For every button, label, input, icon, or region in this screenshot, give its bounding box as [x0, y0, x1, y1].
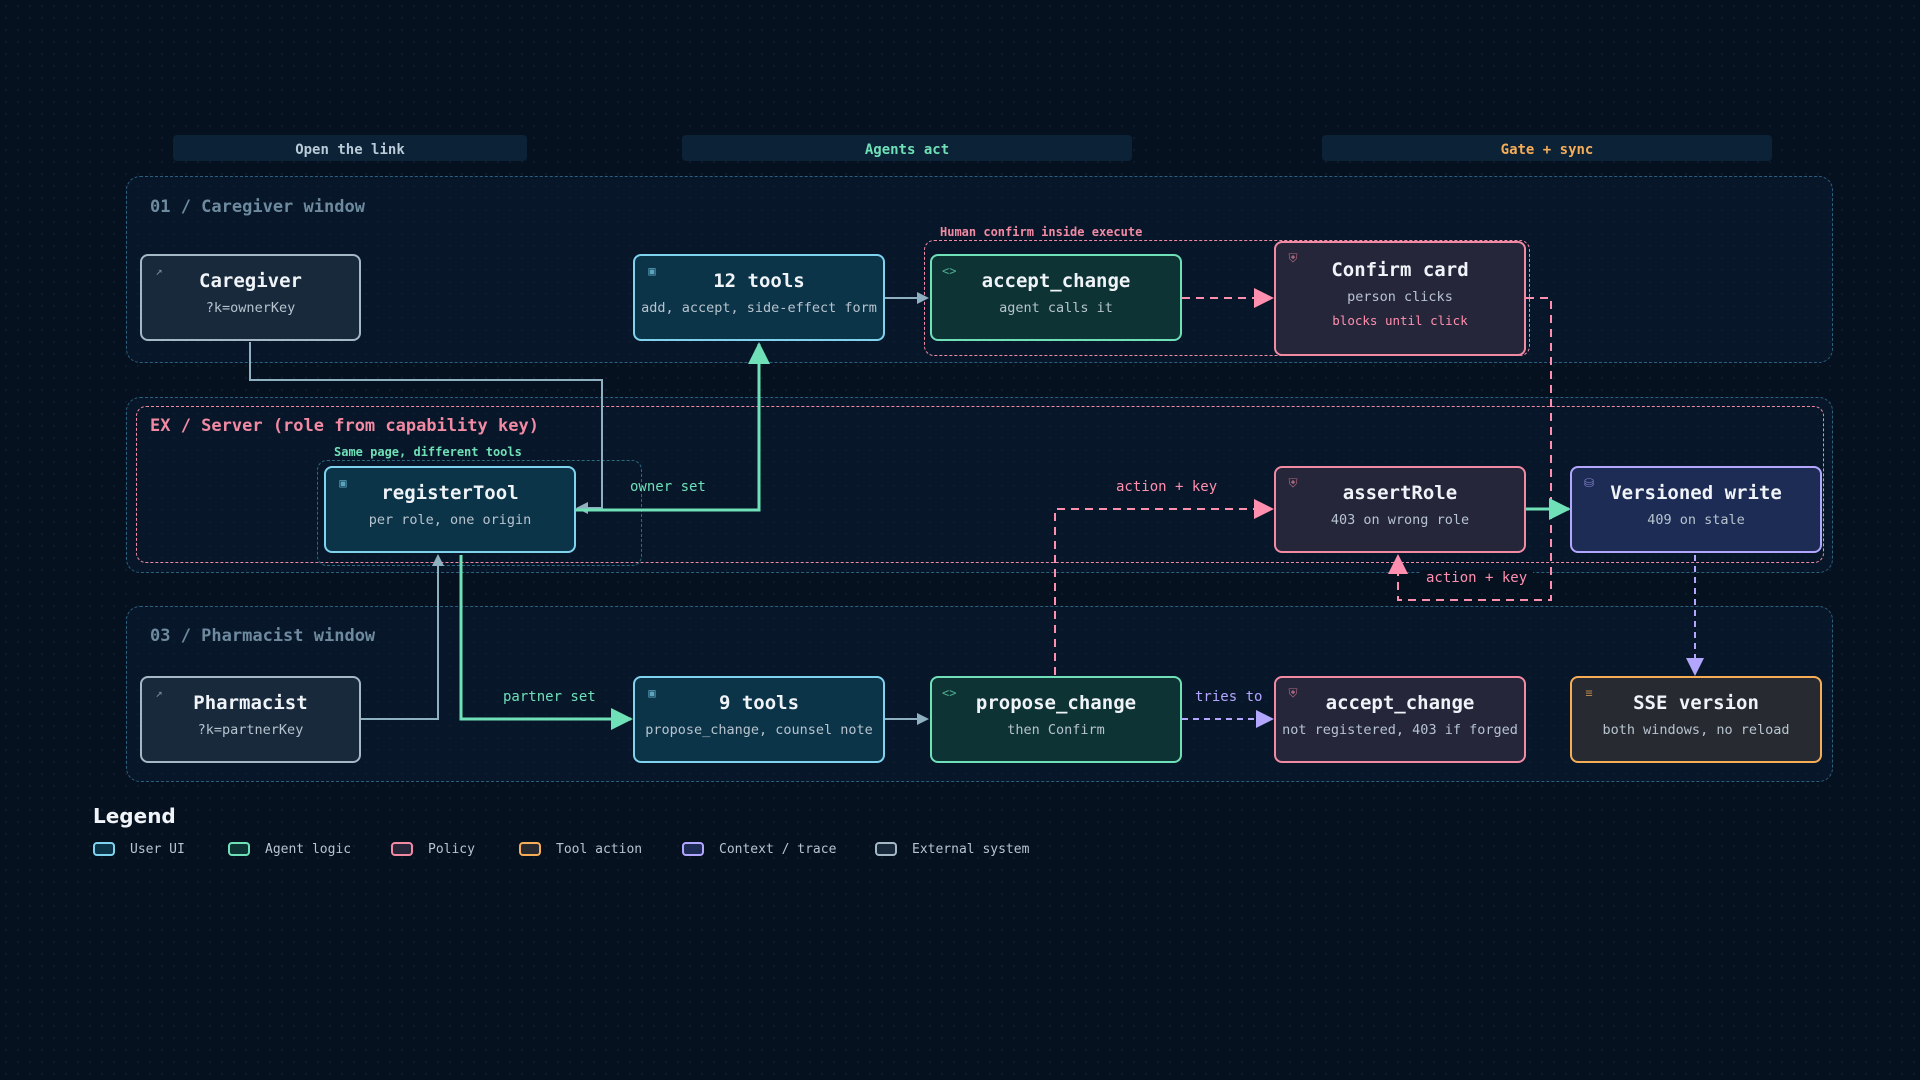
node-accept-change-agent[interactable]: <> accept_change agent calls it	[930, 254, 1182, 341]
window-icon: ▣	[339, 476, 347, 490]
node-versioned-write[interactable]: ⛁ Versioned write 409 on stale	[1570, 466, 1822, 553]
sliders-icon: ≡	[1585, 686, 1593, 700]
node-sse-version[interactable]: ≡ SSE version both windows, no reload	[1570, 676, 1822, 763]
edge-label-action-key-top: action + key	[1116, 479, 1218, 495]
node-pharmacist[interactable]: ↗ Pharmacist ?k=partnerKey	[140, 676, 361, 763]
node-9-tools[interactable]: ▣ 9 tools propose_change, counsel note	[633, 676, 885, 763]
phase-open-link: Open the link	[173, 135, 527, 161]
shield-icon: ⛨	[1288, 251, 1298, 265]
window-icon: ▣	[648, 264, 656, 278]
node-propose-change[interactable]: <> propose_change then Confirm	[930, 676, 1182, 763]
group-label-same-page: Same page, different tools	[334, 445, 522, 459]
node-caregiver[interactable]: ↗ Caregiver ?k=ownerKey	[140, 254, 361, 341]
group-label-human-confirm: Human confirm inside execute	[940, 225, 1143, 239]
external-link-icon: ↗	[155, 264, 163, 278]
node-confirm-card[interactable]: ⛨ Confirm card person clicks blocks unti…	[1274, 241, 1526, 356]
edge-label-owner-set: owner set	[630, 479, 706, 495]
legend-title: Legend	[93, 804, 176, 828]
phase-agents-act: Agents act	[682, 135, 1132, 161]
node-12-tools[interactable]: ▣ 12 tools add, accept, side-effect form	[633, 254, 885, 341]
code-icon: <>	[942, 264, 957, 278]
code-icon: <>	[942, 686, 957, 700]
node-assert-role[interactable]: ⛨ assertRole 403 on wrong role	[1274, 466, 1526, 553]
database-icon: ⛁	[1583, 476, 1595, 490]
window-icon: ▣	[648, 686, 656, 700]
group-server-policy	[136, 406, 1824, 563]
lane-title-caregiver: 01 / Caregiver window	[150, 197, 365, 217]
external-link-icon: ↗	[155, 686, 163, 700]
shield-icon: ⛨	[1288, 476, 1298, 490]
shield-icon: ⛨	[1288, 686, 1298, 700]
node-accept-change-policy[interactable]: ⛨ accept_change not registered, 403 if f…	[1274, 676, 1526, 763]
edge-label-tries-to: tries to	[1195, 689, 1263, 705]
edge-label-action-key-bottom: action + key	[1420, 570, 1534, 586]
node-register-tool[interactable]: ▣ registerTool per role, one origin	[324, 466, 576, 553]
phase-gate-sync: Gate + sync	[1322, 135, 1772, 161]
edge-label-partner-set: partner set	[503, 689, 596, 705]
lane-title-pharmacist: 03 / Pharmacist window	[150, 626, 376, 646]
